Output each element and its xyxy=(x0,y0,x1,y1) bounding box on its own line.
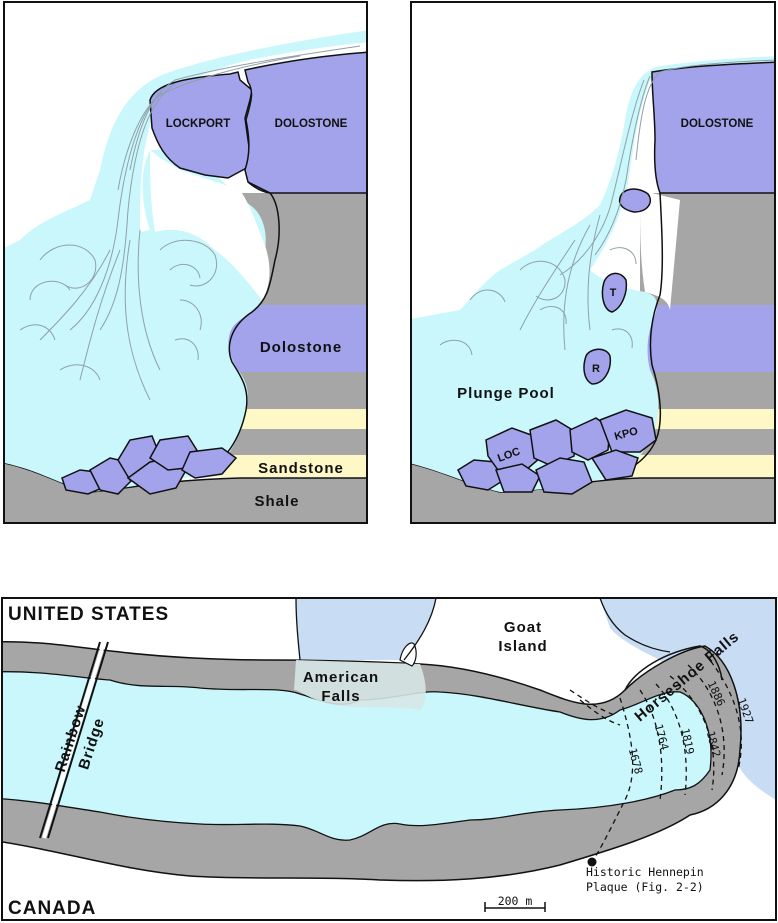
american-falls-area xyxy=(294,660,426,710)
recession-line-1886 xyxy=(687,664,725,776)
right-cross-section: DOLOSTONE Plunge Pool T R LOC KPO xyxy=(410,1,776,524)
left-flow-lines xyxy=(39,45,361,401)
left-cliff-outline xyxy=(199,181,280,477)
recession-lines xyxy=(591,653,742,863)
label-plunge-pool: Plunge Pool xyxy=(457,385,555,402)
label-block-r: R xyxy=(592,363,600,375)
goat-island-edge xyxy=(569,689,621,726)
right-sandstone-band-1 xyxy=(640,409,775,429)
label-sandstone: Sandstone xyxy=(258,460,344,477)
left-undercut-cave xyxy=(150,150,270,300)
label-shale: Shale xyxy=(254,493,299,510)
left-panel-frame xyxy=(3,1,368,524)
right-rubble-6 xyxy=(569,417,611,461)
label-dolostone-top-left: DOLOSTONE xyxy=(275,118,348,130)
label-year-1819: 1819 xyxy=(678,727,696,756)
right-panel-frame xyxy=(410,1,776,524)
right-cliff-outline xyxy=(609,192,664,479)
right-rubble-loc xyxy=(485,427,541,471)
left-swirls xyxy=(19,239,218,381)
left-dolostone-top xyxy=(244,51,367,194)
river-american-channel xyxy=(296,598,436,660)
right-shale-band-2 xyxy=(640,372,775,409)
label-goat-island-2: Island xyxy=(498,638,547,655)
right-rubble-5 xyxy=(535,457,593,495)
left-water xyxy=(4,30,367,492)
label-block-t: T xyxy=(610,287,617,299)
hennepin-plaque-marker xyxy=(587,857,597,867)
recession-line-1678 xyxy=(591,697,634,863)
map-frame xyxy=(1,597,777,921)
right-water xyxy=(411,56,775,492)
label-goat-island-1: Goat xyxy=(504,619,542,636)
right-rubble-3 xyxy=(495,463,541,493)
rainbow-bridge-deck xyxy=(42,641,106,839)
label-dolostone-top-right: DOLOSTONE xyxy=(681,118,754,130)
right-dolostone-mid xyxy=(640,305,775,372)
rainbow-bridge xyxy=(39,641,109,839)
gorge-river xyxy=(2,671,712,841)
scale-bar xyxy=(484,902,546,912)
label-scale: 200 m xyxy=(498,894,533,908)
label-american-falls-2: Falls xyxy=(321,688,360,705)
left-cross-section: LOCKPORT DOLOSTONE Dolostone Sandstone S… xyxy=(3,1,368,524)
left-rubble-6 xyxy=(181,447,238,479)
gorge-map: UNITED STATES CANADA Goat Island America… xyxy=(1,597,777,921)
right-sandstone-band-2 xyxy=(610,455,775,477)
right-dolostone-top xyxy=(651,61,775,194)
horseshoe-channel-outline xyxy=(599,598,671,653)
label-dolostone-mid: Dolostone xyxy=(260,339,342,356)
right-block-r xyxy=(583,348,612,385)
recession-line-1764 xyxy=(639,689,663,801)
recession-line-1927 xyxy=(704,653,742,771)
right-flow-lines xyxy=(519,59,775,351)
horseshoe-crest xyxy=(624,645,723,691)
label-american-falls-1: American xyxy=(303,669,379,686)
right-swirls xyxy=(439,247,637,356)
recession-line-1842 xyxy=(669,675,715,791)
label-lockport: LOCKPORT xyxy=(166,118,231,130)
right-block-top xyxy=(618,188,652,213)
label-plaque-1: Historic Hennepin xyxy=(586,865,704,879)
label-canada: CANADA xyxy=(8,898,96,919)
right-undercut-cave xyxy=(640,190,680,310)
label-plaque-2: Plaque (Fig. 2-2) xyxy=(586,880,704,894)
label-united-states: UNITED STATES xyxy=(8,604,169,625)
right-block-t xyxy=(601,272,628,313)
right-rubble-4 xyxy=(529,419,577,467)
american-channel-outline xyxy=(295,598,437,661)
recession-line-1819 xyxy=(655,683,687,796)
right-rubble-8 xyxy=(590,449,639,481)
right-shale-band-3 xyxy=(640,429,775,455)
